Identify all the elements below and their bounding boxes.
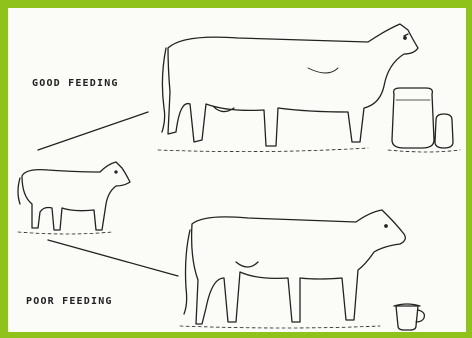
feeding-comparison-illustration [8,8,466,332]
poor-feeding-label: POOR FEEDING [26,296,113,307]
good-feeding-label: GOOD FEEDING [32,78,119,89]
illustration-frame: GOOD FEEDING POOR FEEDING [8,8,466,332]
well-fed-cow-drawing [158,24,418,152]
milk-jars-drawing [388,88,460,152]
milk-cup-drawing [394,304,424,330]
good-feeding-pointer-line [38,112,148,150]
poorly-fed-cow-drawing [180,210,405,328]
poor-feeding-pointer-line [48,240,178,276]
calf-drawing [18,162,130,234]
